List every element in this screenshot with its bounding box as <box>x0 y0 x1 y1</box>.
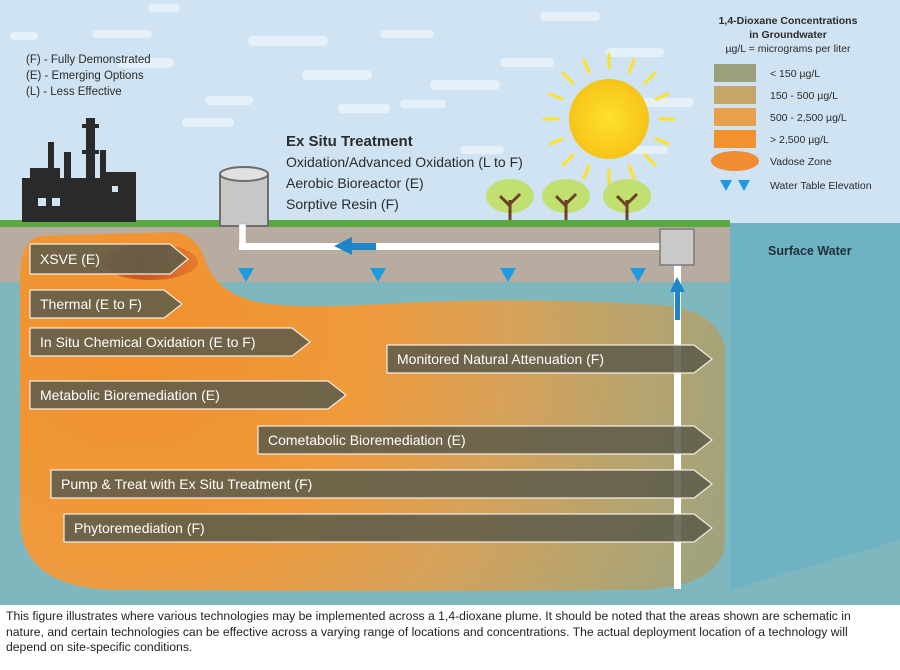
technology-arrow: Pump & Treat with Ex Situ Treatment (F) <box>50 469 713 499</box>
technology-arrow-shape <box>29 289 183 319</box>
treatment-tank-icon <box>219 166 269 227</box>
legend-label: > 2,500 µg/L <box>770 134 829 146</box>
dioxane-plume <box>20 232 725 591</box>
technology-arrow-shape <box>29 243 189 275</box>
legend-swatch <box>714 86 756 104</box>
technology-arrow: Metabolic Bioremediation (E) <box>29 380 347 410</box>
technology-arrow: Monitored Natural Attenuation (F) <box>386 344 713 374</box>
ex-situ-item: Oxidation/Advanced Oxidation (L to F) <box>286 154 523 170</box>
shoreline <box>730 282 900 590</box>
sun-icon <box>542 52 676 186</box>
key-emerging-options: (E) - Emerging Options <box>26 70 144 82</box>
technology-label: Thermal (E to F) <box>40 296 142 312</box>
technology-arrow-shape <box>257 425 713 455</box>
technology-arrows: XSVE (E) Thermal (E to F) In Situ Chemical… <box>29 243 713 543</box>
technology-arrow: Cometabolic Bioremediation (E) <box>257 425 713 455</box>
legend-title: in Groundwater <box>749 29 827 41</box>
legend-label: 150 - 500 µg/L <box>770 90 838 102</box>
legend-label: < 150 µg/L <box>770 68 820 80</box>
concentration-legend: 1,4-Dioxane Concentrations in Groundwate… <box>711 15 872 192</box>
technology-arrow-shape <box>63 513 713 543</box>
legend-title: 1,4-Dioxane Concentrations <box>719 15 858 27</box>
key-less-effective: (L) - Less Effective <box>26 86 122 98</box>
technology-arrow: In Situ Chemical Oxidation (E to F) <box>29 327 311 357</box>
clouds <box>10 4 694 154</box>
technology-arrow: Thermal (E to F) <box>29 289 183 319</box>
factory-icon <box>22 118 136 222</box>
water-table-markers <box>238 268 646 282</box>
site-diagram: XSVE (E) Thermal (E to F) In Situ Chemical… <box>0 0 900 605</box>
legend-label: Water Table Elevation <box>770 180 872 192</box>
legend-label: Vadose Zone <box>770 156 832 168</box>
technology-label: In Situ Chemical Oxidation (E to F) <box>40 334 256 350</box>
legend-unit-note: µg/L = micrograms per liter <box>726 43 851 55</box>
legend-swatch <box>714 130 756 148</box>
ex-situ-item: Sorptive Resin (F) <box>286 196 399 212</box>
ex-situ-title: Ex Situ Treatment <box>286 133 413 150</box>
technology-label: Cometabolic Bioremediation (E) <box>268 432 466 448</box>
technology-label: XSVE (E) <box>40 251 100 267</box>
technology-arrow-shape <box>50 469 713 499</box>
technology-label: Pump & Treat with Ex Situ Treatment (F) <box>61 476 312 492</box>
ex-situ-item: Aerobic Bioreactor (E) <box>286 175 424 191</box>
figure-caption: This figure illustrates where various te… <box>6 609 851 654</box>
technology-label: Monitored Natural Attenuation (F) <box>397 351 604 367</box>
legend-swatch <box>714 64 756 82</box>
technology-arrow: XSVE (E) <box>29 243 189 275</box>
surface-water-label: Surface Water <box>768 244 852 258</box>
legend-label: 500 - 2,500 µg/L <box>770 112 847 124</box>
technology-arrow-shape <box>29 380 347 410</box>
treatment-pipe <box>238 223 665 255</box>
legend-swatch <box>714 108 756 126</box>
technology-label: Metabolic Bioremediation (E) <box>40 387 220 403</box>
grass-strip <box>0 220 730 227</box>
technology-label: Phytoremediation (F) <box>74 520 205 536</box>
tree-icons <box>486 179 651 220</box>
legend-water-table-icon <box>720 180 732 191</box>
legend-water-table-icon <box>738 180 750 191</box>
technology-arrow-shape <box>29 327 311 357</box>
technology-arrow-shape <box>386 344 713 374</box>
technology-arrow: Phytoremediation (F) <box>63 513 713 543</box>
key-fully-demonstrated: (F) - Fully Demonstrated <box>26 54 151 66</box>
legend-swatch-vadose <box>711 151 759 171</box>
